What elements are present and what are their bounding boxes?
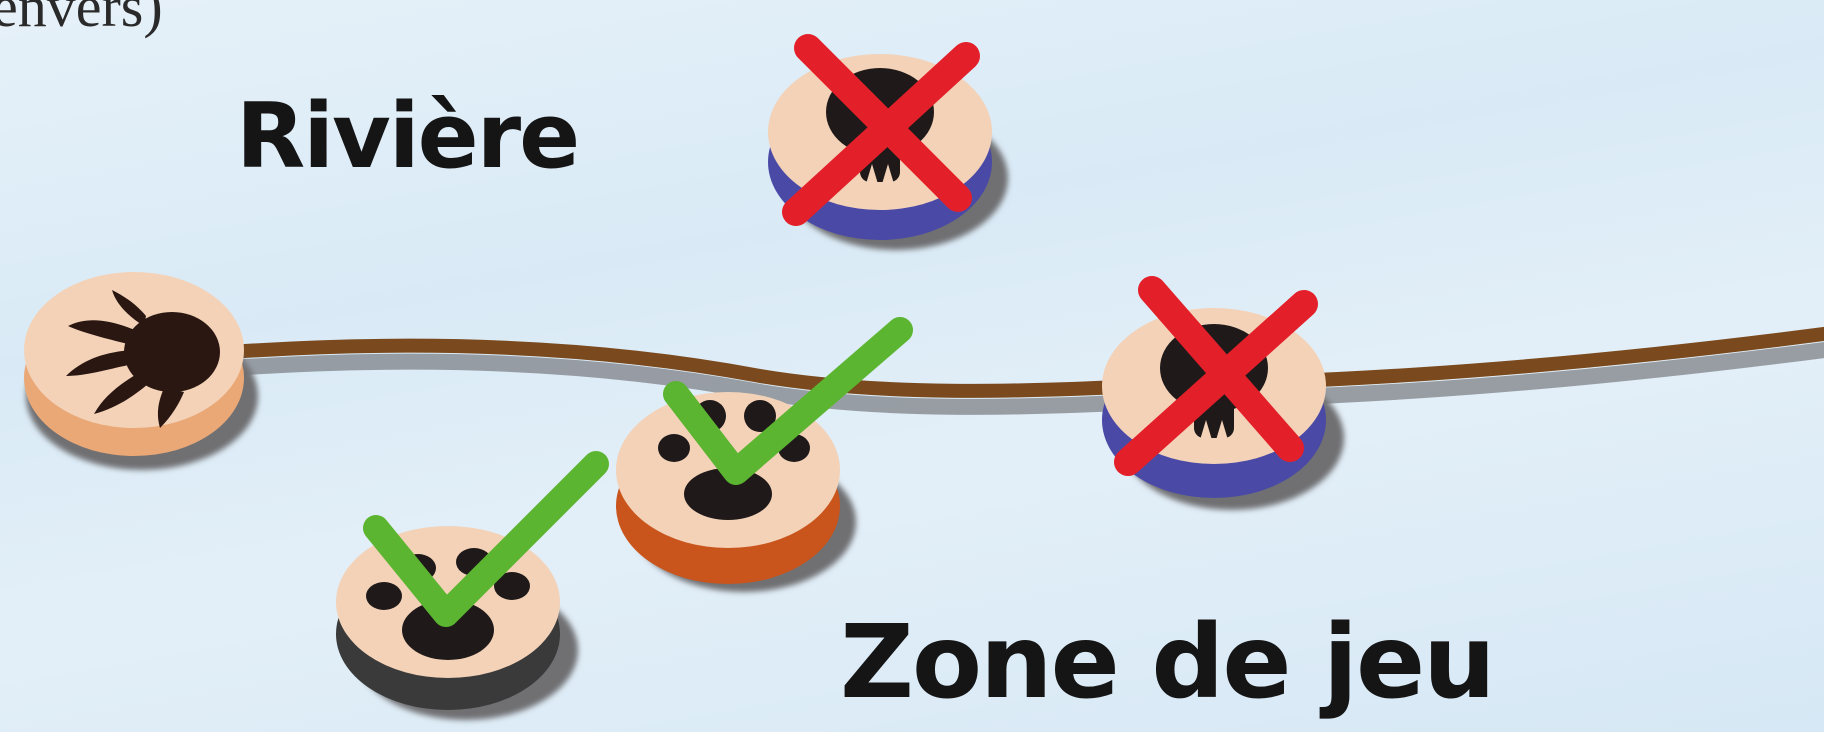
- hand-print-token: [24, 272, 258, 470]
- river-label: Rivière: [236, 92, 578, 182]
- play-zone-label: Zone de jeu: [840, 612, 1494, 714]
- river-token-right: [1102, 290, 1344, 510]
- river-token-top: [768, 48, 1008, 250]
- paw-token-small: [336, 464, 596, 720]
